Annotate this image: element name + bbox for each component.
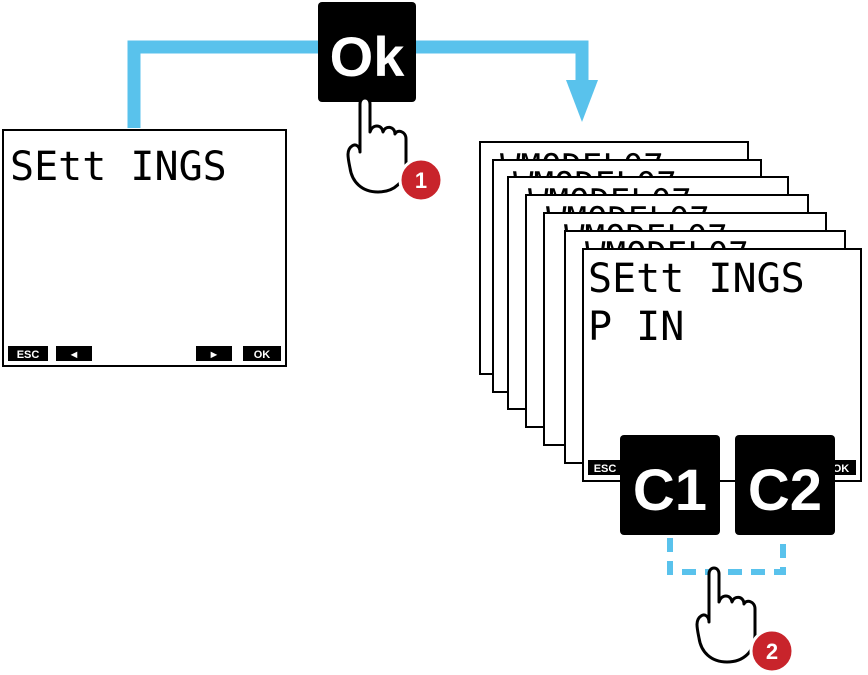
softkey-left[interactable] bbox=[56, 346, 92, 361]
softkey-left-label: ◄ bbox=[69, 349, 80, 361]
c2-key[interactable]: C2 bbox=[735, 435, 835, 535]
combo-bracket bbox=[667, 538, 786, 575]
svg-text:1: 1 bbox=[415, 168, 427, 193]
softkey-esc[interactable] bbox=[588, 460, 622, 475]
softkey-ok[interactable] bbox=[243, 346, 281, 361]
c1-key[interactable]: C1 bbox=[620, 435, 720, 535]
svg-text:2: 2 bbox=[766, 639, 778, 664]
display-title: SEtt INGS bbox=[10, 144, 227, 190]
step-badge-1: 1 bbox=[398, 157, 444, 203]
softkey-esc[interactable] bbox=[8, 346, 48, 361]
front-subtitle: P IN bbox=[588, 304, 684, 350]
step-badge-2: 2 bbox=[749, 628, 795, 674]
softkey-right[interactable] bbox=[196, 346, 232, 361]
softkey-esc-label: ESC bbox=[594, 463, 617, 475]
ok-key[interactable]: Ok bbox=[318, 2, 416, 102]
main-display: SEtt INGS ESC ◄ ► OK bbox=[2, 129, 287, 367]
c2-key-label: C2 bbox=[748, 458, 822, 523]
arrow-head-icon bbox=[566, 80, 598, 122]
softkey-esc-label: ESC bbox=[17, 349, 40, 361]
front-title: SEtt INGS bbox=[588, 256, 805, 302]
pointing-hand-icon bbox=[346, 96, 408, 194]
softkey-ok-label: OK bbox=[833, 463, 850, 475]
softkey-right-label: ► bbox=[209, 349, 220, 361]
ok-key-label: Ok bbox=[330, 25, 406, 88]
softkey-ok-label: OK bbox=[254, 349, 271, 361]
display-stack: WMODEL07 WMODEL07 WMODEL07 WMODEL07 WMOD… bbox=[479, 141, 862, 482]
c1-key-label: C1 bbox=[633, 458, 707, 523]
pointing-hand-icon bbox=[695, 566, 757, 664]
